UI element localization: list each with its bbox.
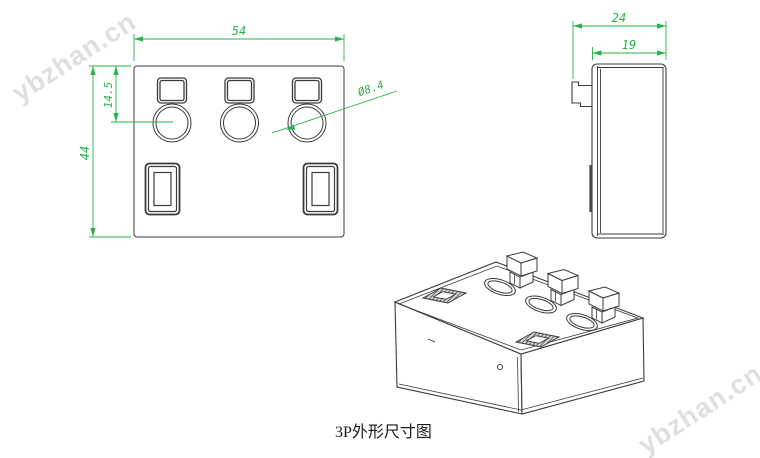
front-dimensions bbox=[89, 34, 398, 238]
drawing-caption: 3P外形尺寸图 bbox=[335, 424, 432, 441]
side-body-outline bbox=[591, 63, 667, 239]
front-mount-slots bbox=[144, 162, 339, 216]
front-clip-squares bbox=[156, 77, 323, 104]
dim-hole-pitch: 14.5 bbox=[102, 82, 115, 109]
front-view: 54 44 14.5 Ø8.4 bbox=[78, 24, 398, 238]
side-dim-arrows bbox=[573, 23, 666, 56]
iso-front-pin-hole bbox=[496, 363, 504, 371]
front-plate-outline bbox=[133, 65, 345, 238]
iso-top-face bbox=[393, 261, 645, 355]
dim-front-width: 54 bbox=[232, 24, 246, 38]
iso-base-edge bbox=[398, 377, 644, 411]
isometric-view bbox=[393, 251, 645, 415]
front-socket-holes bbox=[152, 103, 327, 143]
dim-side-body: 19 bbox=[622, 38, 636, 52]
side-view: 24 19 bbox=[571, 11, 667, 239]
side-rib bbox=[589, 165, 592, 212]
dim-front-height: 44 bbox=[78, 146, 92, 160]
dim-side-overall: 24 bbox=[612, 11, 626, 25]
side-mount-hook bbox=[571, 81, 592, 108]
side-dimensions bbox=[572, 21, 667, 79]
